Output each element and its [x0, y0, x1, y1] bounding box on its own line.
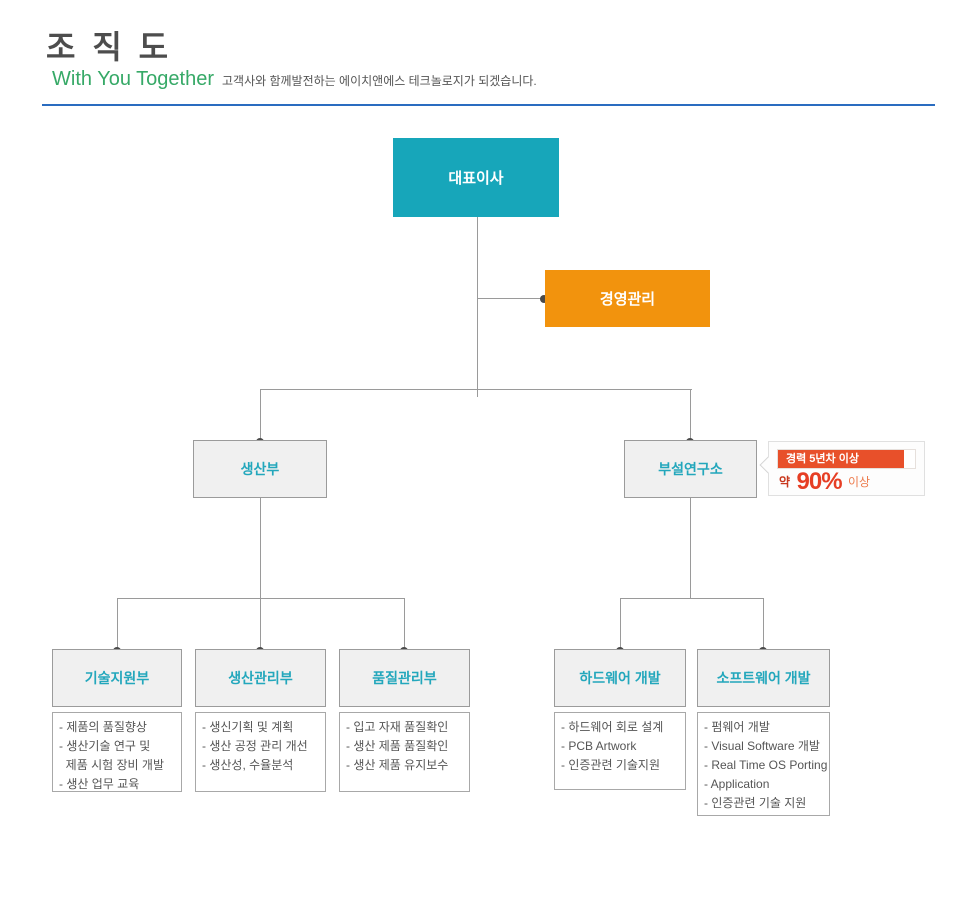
production-mgmt-duties-list: - 생신기획 및 계획 - 생산 공정 관리 개선 - 생산성, 수율분석	[195, 712, 326, 792]
list-item: - 생산성, 수율분석	[202, 758, 294, 772]
connector-main-horizontal	[260, 389, 692, 390]
list-item: - 생산 업무 교육	[59, 777, 140, 791]
list-item: - 인증관련 기술 지원	[704, 796, 807, 810]
org-node-research-label: 부설연구소	[658, 461, 723, 477]
org-node-hardware-dev-label: 하드웨어 개발	[579, 670, 661, 686]
hardware-dev-duties-list: - 하드웨어 회로 설계 - PCB Artwork - 인증관련 기술지원	[554, 712, 686, 790]
connector-research-down	[690, 497, 691, 598]
list-item: - 생산기술 연구 및	[59, 739, 151, 753]
list-item: - 생산 제품 유지보수	[346, 758, 449, 772]
page-subtitle: With You Together 고객사와 함께발전하는 에이치앤에스 테크놀로…	[52, 68, 537, 91]
org-node-hardware-dev: 하드웨어 개발	[554, 649, 686, 707]
list-item: - 펌웨어 개발	[704, 720, 770, 734]
org-node-production: 생산부	[193, 440, 327, 498]
experience-stat-prefix: 약	[779, 475, 791, 489]
org-node-production-label: 생산부	[240, 461, 280, 477]
org-node-production-mgmt-label: 생산관리부	[228, 670, 293, 686]
org-node-ceo-label: 대표이사	[448, 170, 504, 187]
experience-progress-fill: 경력 5년차 이상	[778, 450, 905, 468]
connector-dept1-drop	[117, 598, 118, 651]
org-node-production-mgmt: 생산관리부	[195, 649, 326, 707]
page-title: 조 직 도	[46, 29, 173, 65]
org-node-quality-mgmt: 품질관리부	[339, 649, 470, 707]
experience-callout: 경력 5년차 이상 약 90% 이상	[759, 441, 925, 496]
org-node-research: 부설연구소	[624, 440, 757, 498]
connector-research-horizontal	[620, 598, 764, 599]
list-item: - 생산 제품 품질확인	[346, 739, 449, 753]
org-node-management-label: 경영관리	[599, 291, 656, 308]
quality-mgmt-duties-list: - 입고 자재 품질확인 - 생산 제품 품질확인 - 생산 제품 유지보수	[339, 712, 470, 792]
list-item: - Real Time OS Porting	[704, 758, 828, 772]
connector-research-drop	[690, 389, 691, 441]
subtitle-slogan: With You Together	[52, 68, 214, 90]
connector-management-branch	[477, 298, 544, 299]
tech-support-duties-list: - 제품의 품질향상 - 생산기술 연구 및 제품 시험 장비 개발 - 생산 업무…	[52, 712, 182, 792]
connector-production-horizontal	[117, 598, 405, 599]
list-item: - 인증관련 기술지원	[561, 758, 660, 772]
org-node-software-dev-label: 소프트웨어 개발	[716, 670, 811, 686]
list-item: - Visual Software 개발	[704, 739, 820, 753]
connector-production-down	[260, 497, 261, 598]
experience-stat-suffix: 이상	[848, 475, 871, 489]
list-item: - 입고 자재 품질확인	[346, 720, 449, 734]
org-node-software-dev: 소프트웨어 개발	[697, 649, 830, 707]
org-node-quality-mgmt-label: 품질관리부	[372, 670, 437, 686]
list-item: - PCB Artwork	[561, 739, 637, 753]
list-item: - 하드웨어 회로 설계	[561, 720, 664, 734]
org-node-management: 경영관리	[545, 270, 710, 327]
experience-stat: 약 90% 이상	[779, 468, 870, 496]
connector-dept2-drop	[260, 598, 261, 651]
connector-dept3-drop	[404, 598, 405, 651]
connector-dept5-drop	[763, 598, 764, 651]
list-item: - 제품의 품질향상	[59, 720, 147, 734]
list-item: - 생산 공정 관리 개선	[202, 739, 308, 753]
list-item: - 생신기획 및 계획	[202, 720, 294, 734]
callout-pointer-icon	[759, 456, 777, 474]
header-divider	[42, 104, 935, 106]
connector-dept4-drop	[620, 598, 621, 651]
list-item: 제품 시험 장비 개발	[59, 758, 164, 772]
connector-ceo-down	[477, 216, 478, 397]
list-item: - Application	[704, 777, 770, 791]
org-node-tech-support-label: 기술지원부	[84, 670, 150, 686]
experience-progress-track: 경력 5년차 이상	[777, 449, 916, 469]
subtitle-description: 고객사와 함께발전하는 에이치앤에스 테크놀로지가 되겠습니다.	[221, 74, 537, 88]
org-node-tech-support: 기술지원부	[52, 649, 182, 707]
software-dev-duties-list: - 펌웨어 개발 - Visual Software 개발 - Real Time …	[697, 712, 830, 816]
org-node-ceo: 대표이사	[393, 138, 559, 217]
experience-stat-percent: 90%	[796, 468, 843, 495]
connector-production-drop	[260, 389, 261, 441]
connector-dot-management	[540, 295, 548, 303]
